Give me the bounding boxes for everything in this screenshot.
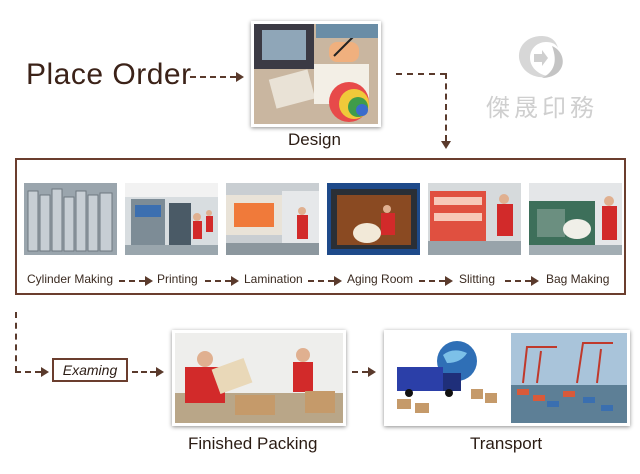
logo-mark-icon	[518, 36, 563, 78]
arrow-process-to-examing-h	[15, 371, 41, 373]
arrow-head	[368, 367, 376, 377]
examing-box: Examing	[52, 358, 128, 382]
transport-label: Transport	[470, 434, 543, 453]
arrow-step	[419, 280, 445, 282]
step-aging-room: Aging Room	[347, 272, 414, 286]
arrow-step	[205, 280, 231, 282]
step-printing: Printing	[157, 272, 198, 286]
logo-text: 傑晟印務	[486, 94, 598, 122]
transport-photo	[384, 330, 630, 426]
bag-making-photo	[529, 183, 622, 255]
arrow-examing-to-packing	[132, 371, 156, 373]
printing-photo	[125, 183, 218, 255]
arrow-step	[308, 280, 334, 282]
step-cylinder-making: Cylinder Making	[27, 272, 114, 286]
logo: 傑晟印務	[480, 30, 620, 122]
arrow-head	[41, 367, 49, 377]
arrow-packing-to-transport	[352, 371, 368, 373]
place-order-label: Place Order	[26, 58, 192, 91]
arrow-head	[531, 276, 539, 286]
design-label: Design	[288, 130, 341, 149]
cylinder-making-photo	[24, 183, 117, 255]
production-process-box	[15, 158, 626, 295]
arrow-head	[231, 276, 239, 286]
slitting-photo	[428, 183, 521, 255]
lamination-photo	[226, 183, 319, 255]
aging-room-photo	[327, 183, 420, 255]
arrow-head	[156, 367, 164, 377]
arrow-head	[445, 276, 453, 286]
arrow-design-to-process-v	[445, 73, 447, 141]
step-slitting: Slitting	[459, 272, 496, 286]
arrow-step	[119, 280, 145, 282]
step-lamination: Lamination	[244, 272, 303, 286]
examing-label: Examing	[62, 362, 118, 378]
arrow-head	[334, 276, 342, 286]
finished-packing-label: Finished Packing	[188, 434, 318, 453]
arrow-head	[145, 276, 153, 286]
arrow-process-to-examing-v	[15, 312, 17, 372]
step-bag-making: Bag Making	[546, 272, 610, 286]
design-photo	[251, 21, 381, 127]
finished-packing-photo	[172, 330, 346, 426]
arrow-design-to-process-h	[396, 73, 446, 75]
arrow-head	[236, 72, 244, 82]
arrow-head	[441, 141, 451, 149]
arrow-step	[505, 280, 531, 282]
arrow-order-to-design	[190, 76, 236, 78]
